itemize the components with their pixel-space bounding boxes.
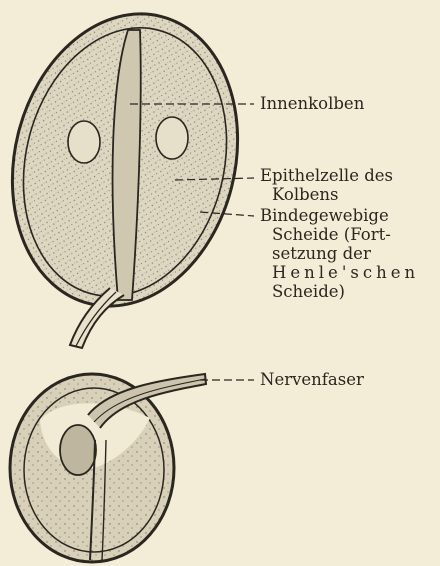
label-epithelzelle-line2: Kolbens (260, 185, 393, 204)
label-bindegewebige: Bindegewebige Scheide (Fort- setzung der… (260, 206, 419, 301)
label-innenkolben-text: Innenkolben (260, 94, 364, 113)
label-bindegewebige-line1: Bindegewebige (260, 206, 419, 225)
lower-corpuscle (10, 374, 254, 562)
upper-corpuscle (0, 0, 268, 348)
label-nervenfaser: Nervenfaser (260, 370, 364, 389)
label-epithelzelle: Epithelzelle des Kolbens (260, 166, 393, 204)
label-bindegewebige-line4: Henle'schen (260, 263, 419, 282)
label-nervenfaser-text: Nervenfaser (260, 370, 364, 389)
label-bindegewebige-line2: Scheide (Fort- (260, 225, 419, 244)
label-bindegewebige-line5: Scheide) (260, 282, 419, 301)
epithelial-nucleus-right (156, 117, 188, 159)
label-bindegewebige-line3: setzung der (260, 244, 419, 263)
label-epithelzelle-line1: Epithelzelle des (260, 166, 393, 185)
lower-bulb (60, 425, 96, 475)
epithelial-nucleus-left (68, 121, 100, 163)
label-innenkolben: Innenkolben (260, 94, 364, 113)
